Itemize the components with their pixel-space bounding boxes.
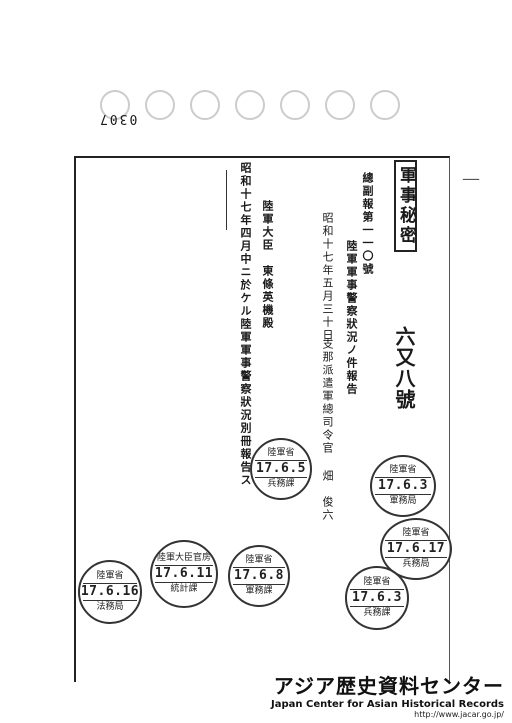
stamp-date: 17.6.3: [352, 589, 402, 605]
report-subject: 陸軍軍事警察狀況ノ件報告: [345, 240, 358, 396]
receipt-stamp: 陸軍省 17.6.5 兵務課: [250, 438, 312, 500]
faded-stamp-circle: [190, 90, 220, 120]
faded-header-stamps: [100, 90, 400, 120]
stamp-bottom-text: 軍務課: [245, 586, 273, 597]
report-number: 總副報第一一〇號: [361, 172, 374, 276]
faded-stamp-circle: [145, 90, 175, 120]
stamp-top-text: 陸軍省: [267, 448, 295, 459]
receipt-stamp: 陸軍省 17.6.3 軍務局: [370, 455, 436, 517]
stamp-bottom-text: 兵務課: [363, 608, 391, 619]
stamp-bottom-text: 軍務局: [389, 496, 417, 507]
corner-mark: —: [462, 168, 480, 189]
archive-footer: アジア歴史資料センター Japan Center for Asian Histo…: [271, 670, 504, 719]
stamp-top-text: 陸軍省: [96, 571, 124, 582]
stamp-date: 17.6.3: [378, 477, 428, 493]
sender-name: 畑 俊六: [321, 470, 334, 522]
report-body: 昭和十七年四月中ニ於ケル陸軍軍事警察狀況別冊報告ス: [239, 162, 252, 487]
faded-stamp-circle: [370, 90, 400, 120]
archive-logo-jp: アジア歴史資料センター: [273, 674, 504, 698]
stamp-date: 17.6.11: [154, 565, 214, 581]
receipt-stamp: 陸軍省 17.6.3 兵務課: [345, 566, 409, 630]
recipient: 陸軍大臣 東條英機殿: [261, 200, 274, 330]
stamp-bottom-text: 統計課: [170, 584, 198, 595]
stamp-top-text: 陸軍大臣官房: [156, 553, 211, 564]
stamp-top-text: 陸軍省: [402, 528, 430, 539]
stamp-date: 17.6.17: [386, 540, 446, 556]
stamp-bottom-text: 法務局: [96, 602, 124, 613]
stamp-top-text: 陸軍省: [245, 555, 273, 566]
stamp-top-text: 陸軍省: [363, 577, 391, 588]
faded-stamp-circle: [325, 90, 355, 120]
faded-stamp-circle: [280, 90, 310, 120]
stamp-bottom-text: 兵務課: [267, 479, 295, 490]
faded-stamp-circle: [235, 90, 265, 120]
stamp-date: 17.6.8: [234, 567, 284, 583]
classification-stamp: 軍事秘密: [394, 160, 417, 252]
handwritten-code: 六又八號: [392, 326, 416, 410]
receipt-stamp: 陸軍省 17.6.16 法務局: [78, 560, 142, 624]
stamp-date: 17.6.5: [256, 460, 306, 476]
archive-logo-en: Japan Center for Asian Historical Record…: [271, 699, 504, 710]
stamp-top-text: 陸軍省: [389, 465, 417, 476]
divider-rule: [226, 170, 227, 230]
report-date: 昭和十七年五月三十日: [321, 212, 334, 342]
faded-stamp-circle: [100, 90, 130, 120]
stamp-bottom-text: 兵務局: [402, 559, 430, 570]
sender-title: 支那派遣軍總司令官: [321, 338, 334, 455]
archive-url[interactable]: http://www.jacar.go.jp/: [414, 710, 504, 719]
stamp-date: 17.6.16: [80, 583, 140, 599]
receipt-stamp: 陸軍省 17.6.8 軍務課: [228, 545, 290, 607]
receipt-stamp: 陸軍大臣官房 17.6.11 統計課: [150, 540, 218, 608]
document-page: [74, 156, 450, 682]
document-number: 0307: [98, 111, 138, 126]
